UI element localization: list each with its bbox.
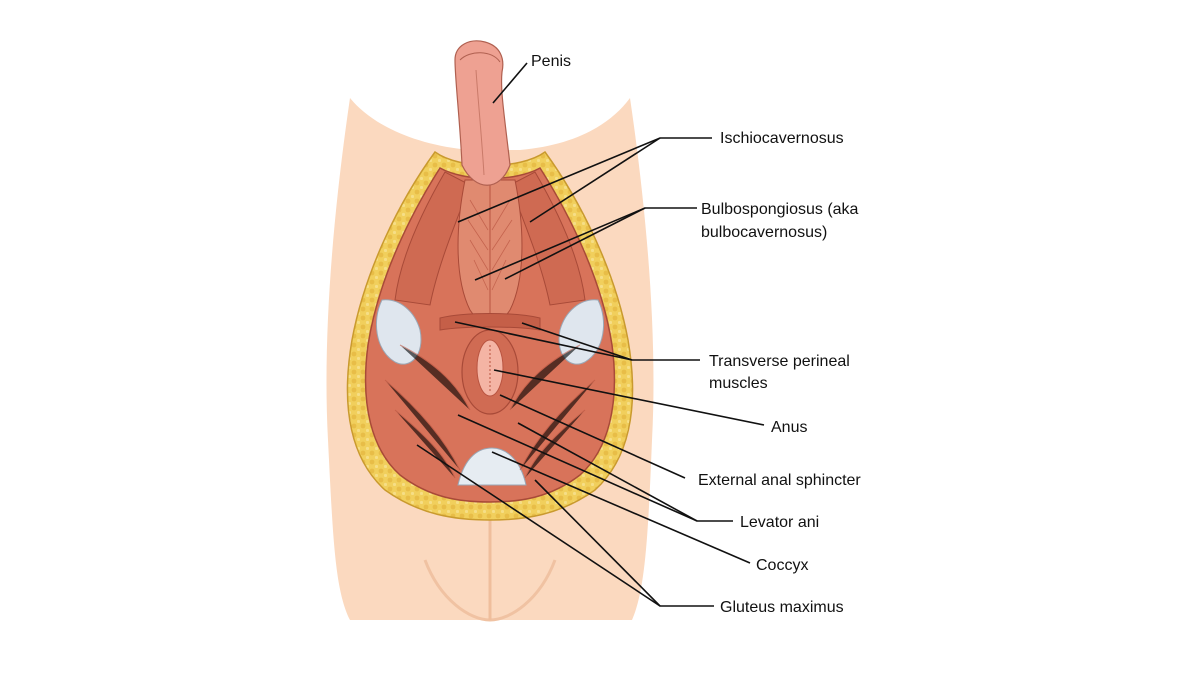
fascia-left [375, 299, 422, 365]
leader-bulbospongiosus-b [504, 207, 646, 280]
leader-gluteus-maximus-b [534, 479, 661, 607]
label-coccyx: Coccyx [756, 557, 808, 574]
label-transverse-line2: muscles [709, 375, 768, 392]
ischiocavernosus-left [394, 171, 471, 306]
label-anus: Anus [771, 419, 807, 436]
fascia-right [558, 299, 605, 365]
leader-penis [492, 62, 528, 104]
ischiocavernosus-right [509, 171, 586, 306]
label-ischiocavernosus: Ischiocavernosus [720, 130, 844, 147]
anus [476, 339, 504, 397]
leader-levator-ani-b [517, 422, 698, 522]
label-bulbospongiosus-line2: bulbocavernosus) [701, 224, 827, 241]
leader-ischiocavernosus-b [529, 137, 661, 223]
transverse-perineal [439, 313, 541, 331]
fascia-coccyx [457, 447, 527, 486]
label-penis: Penis [531, 53, 571, 70]
label-levator-ani: Levator ani [740, 514, 819, 531]
leader-coccyx [491, 451, 751, 564]
label-external-anal-sphincter: External anal sphincter [698, 472, 861, 489]
leader-external-anal-sphincter [499, 394, 686, 479]
bulbospongiosus-fibers [467, 199, 513, 291]
leader-transverse-b [521, 322, 633, 361]
label-transverse-line1: Transverse perineal [709, 353, 850, 370]
levator-fibers [384, 344, 596, 479]
buttock-crease-right [489, 559, 557, 622]
label-bulbospongiosus-line1: Bulbospongiosus (aka [701, 201, 859, 218]
penis [454, 40, 511, 186]
label-gluteus-maximus: Gluteus maximus [720, 599, 844, 616]
buttock-crease-left [423, 559, 491, 622]
leader-lines [416, 62, 765, 607]
leader-anus [493, 369, 765, 426]
